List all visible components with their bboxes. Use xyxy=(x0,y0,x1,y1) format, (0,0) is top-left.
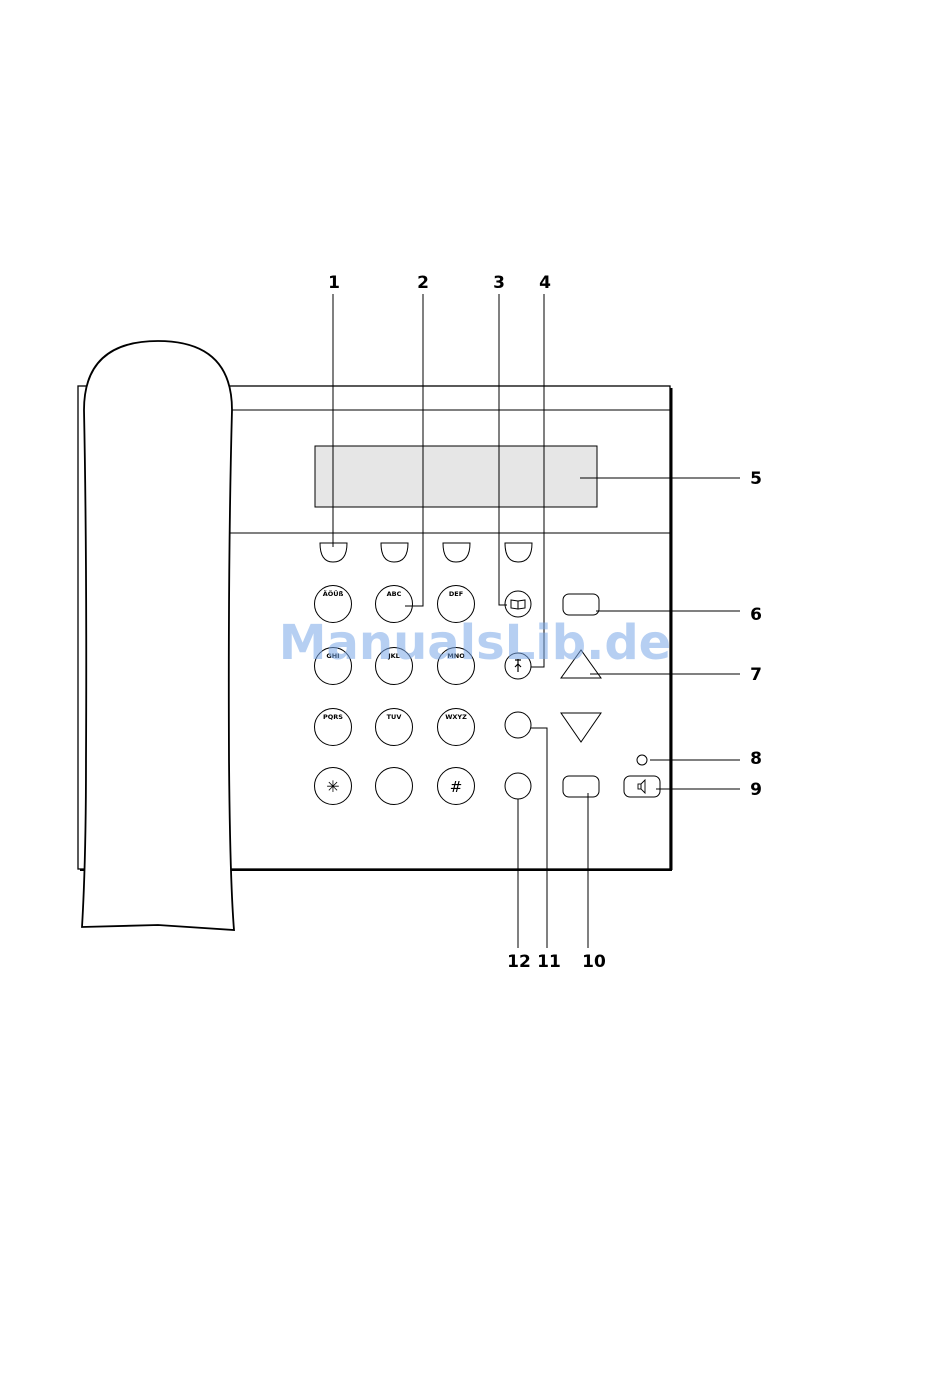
key-2-label: ABC xyxy=(387,590,402,598)
callout-6: 6 xyxy=(750,605,762,625)
key-11[interactable] xyxy=(505,712,531,738)
callout-3: 3 xyxy=(493,273,505,293)
key-3-label: DEF xyxy=(449,590,463,598)
key-7-label: PQRS xyxy=(323,713,343,721)
callout-10: 10 xyxy=(582,952,606,972)
watermark: ManualsLib.de xyxy=(279,615,671,671)
callout-1: 1 xyxy=(328,273,340,293)
key-9-label: WXYZ xyxy=(445,713,467,721)
handset[interactable] xyxy=(82,341,234,930)
speaker-key[interactable] xyxy=(624,776,660,797)
callout-8: 8 xyxy=(750,749,762,769)
callout-5: 5 xyxy=(750,469,762,489)
hash-icon: # xyxy=(450,778,463,796)
callout-4: 4 xyxy=(539,273,551,293)
key-8-label: TUV xyxy=(387,713,402,721)
callout-7: 7 xyxy=(750,665,762,685)
star-icon: ✳ xyxy=(326,777,339,796)
key-1-label: ÄÖÜß xyxy=(323,589,344,598)
led-indicator xyxy=(637,755,647,765)
key-0[interactable] xyxy=(376,768,413,805)
key-12[interactable] xyxy=(505,773,531,799)
callout-11: 11 xyxy=(537,952,561,972)
display xyxy=(315,446,597,507)
key-6-oval[interactable] xyxy=(563,594,599,615)
key-10-oval[interactable] xyxy=(563,776,599,797)
callout-12: 12 xyxy=(507,952,531,972)
callout-9: 9 xyxy=(750,780,762,800)
callout-2: 2 xyxy=(417,273,429,293)
